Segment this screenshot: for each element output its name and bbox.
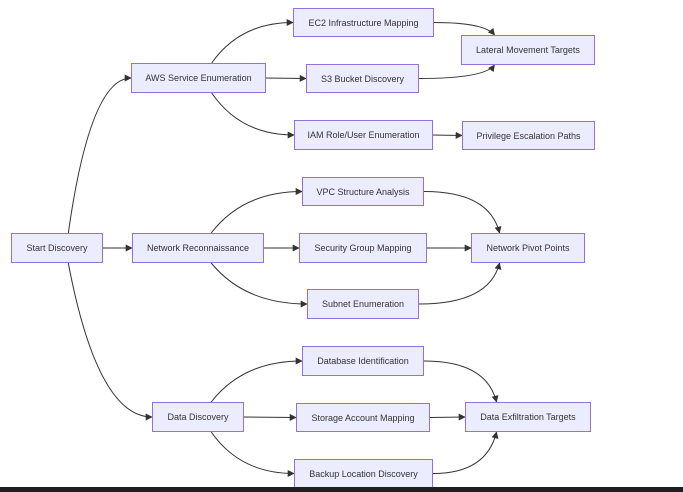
node-network-reconnaissance: Network Reconnaissance [132,233,264,263]
edge-db-to-exfil [423,360,499,403]
node-ec2-infrastructure-mapping: EC2 Infrastructure Mapping [293,8,434,37]
node-storage-account-mapping: Storage Account Mapping [296,403,430,432]
edge-data-to-storage [243,413,297,421]
edge-ec2-to-lateral [433,22,495,36]
edge-vpc-to-pivot [423,191,502,234]
edge-storage-to-exfil [429,413,466,421]
node-security-group-mapping: Security Group Mapping [299,233,427,263]
edge-start-to-aws [67,74,132,234]
edge-network-to-vpc [210,188,303,234]
node-data-discovery: Data Discovery [152,402,244,432]
node-backup-location-discovery: Backup Location Discovery [294,459,433,488]
edge-aws-to-iam [211,92,295,139]
node-s3-bucket-discovery: S3 Bucket Discovery [306,64,419,93]
edge-s3-to-lateral [418,64,495,79]
node-database-identification: Database Identification [302,346,424,376]
window-bottom-bar [0,487,683,492]
node-data-exfiltration-targets: Data Exfiltration Targets [465,402,591,432]
edge-data-to-backup [210,431,295,477]
edge-network-to-subnet [210,262,308,308]
node-network-pivot-points: Network Pivot Points [471,233,585,263]
edge-subnet-to-pivot [418,262,502,305]
node-iam-role-user-enumeration: IAM Role/User Enumeration [294,120,433,150]
edge-start-to-data [67,262,153,421]
edge-iam-to-privesc [432,131,463,139]
node-start-discovery: Start Discovery [11,233,103,263]
node-lateral-movement-targets: Lateral Movement Targets [461,35,595,65]
edge-data-to-db [210,357,303,403]
node-vpc-structure-analysis: VPC Structure Analysis [302,177,424,206]
node-subnet-enumeration: Subnet Enumeration [307,289,419,319]
node-privilege-escalation-paths: Privilege Escalation Paths [462,121,595,150]
edge-aws-to-ec2 [211,19,294,64]
edge-aws-to-s3 [265,74,307,82]
edge-backup-to-exfil [432,431,499,474]
node-aws-service-enumeration: AWS Service Enumeration [131,63,266,93]
